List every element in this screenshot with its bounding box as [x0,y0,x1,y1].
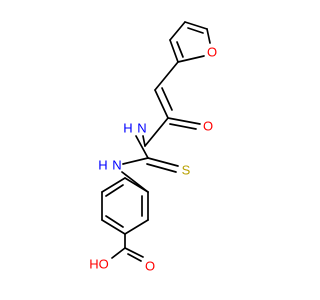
amide-nitrogen-label: N [137,121,146,136]
bond-vinyl-double [161,87,173,111]
bond-furan-o-c2 [177,55,205,63]
bond-ring-5 [101,177,126,193]
atom-labels: O O N H S N H O HO [89,45,217,274]
bond-amide-n [142,135,146,147]
bond-thiourea-s-double [146,163,177,173]
bond-carboxyl-oh [111,247,126,259]
hydroxyl-label: HO [89,257,109,272]
bond-furan-c2-c3 [169,39,179,63]
bond-furan-c4-c5-double [187,27,204,34]
carbonyl-oxygen-label: O [203,119,213,134]
thio-sulfur-label: S [182,163,191,178]
bond-vinyl [154,89,169,119]
acid-oxygen-label: O [145,259,155,274]
bond-lines [101,21,211,262]
bond-furan-vinyl [154,61,179,91]
bond-thiourea-s [147,157,179,167]
molecule-diagram: O O N H S N H O HO [89,21,217,274]
amide-hydrogen-label: H [123,121,132,136]
bond-furan-c5-o [206,28,211,44]
bond-ring-5-inner [105,184,124,197]
bond-ring-3-inner [105,215,124,228]
bond-thiourea-c [135,135,149,159]
bond-ring-2 [124,219,149,235]
aryl-nitrogen-label: N [112,158,121,173]
bond-thiourea-n [122,157,149,165]
bond-ring-6 [124,177,149,193]
bond-vinyl-carbonyl [144,117,169,147]
bond-carbonyl-o-double [169,123,197,130]
bond-ring-3 [101,219,126,235]
bond-carboxyl-o-double [127,253,142,262]
bond-carbonyl-o [167,117,201,125]
bond-furan-c3-c4 [169,21,186,41]
bond-furan-c2-c3-double [176,41,184,58]
furan-oxygen-label: O [207,45,217,60]
bond-furan-c4-c5 [184,21,208,30]
aryl-hydrogen-label: H [98,158,107,173]
bond-carboxyl-o [124,247,144,258]
